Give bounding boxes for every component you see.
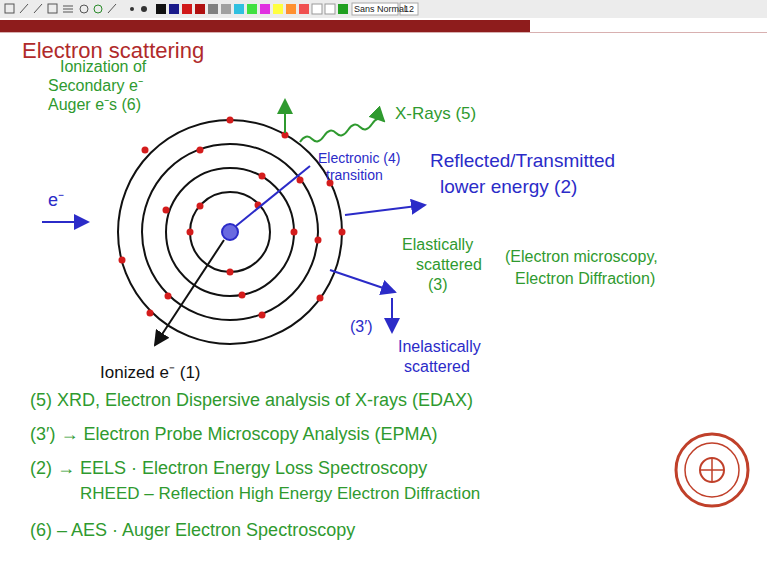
technique-note: (3′) → Electron Probe Microscopy Analysi… bbox=[30, 424, 438, 445]
annotation: e⁻ bbox=[48, 190, 64, 211]
annotation: Electronic (4) bbox=[318, 150, 400, 166]
technique-note: (5) XRD, Electron Dispersive analysis of… bbox=[30, 390, 473, 411]
toolbar-text: 12 bbox=[404, 4, 414, 14]
annotation: lower energy (2) bbox=[440, 176, 577, 198]
annotation: Auger e⁻s (6) bbox=[48, 96, 141, 114]
annotation: X-Rays (5) bbox=[395, 104, 476, 124]
annotation: scattered bbox=[416, 256, 482, 274]
institute-logo bbox=[676, 434, 748, 506]
annotation: (3′) bbox=[350, 318, 373, 336]
toolbar-text: Sans Normal bbox=[354, 4, 406, 14]
annotation: Inelastically bbox=[398, 338, 481, 356]
annotation: Elastically bbox=[402, 236, 473, 254]
technique-note: (2) → EELS · Electron Energy Loss Spectr… bbox=[30, 458, 427, 479]
annotation: scattered bbox=[404, 358, 470, 376]
annotation: Secondary e⁻ bbox=[48, 77, 143, 95]
annotation: (3) bbox=[428, 276, 448, 294]
annotation: Electron Diffraction) bbox=[515, 270, 655, 288]
annotation: transition bbox=[326, 167, 383, 183]
annotation: Ionized e⁻ (1) bbox=[100, 363, 201, 383]
annotation: Ionization of bbox=[60, 58, 146, 76]
annotation: Reflected/Transmitted bbox=[430, 150, 615, 172]
technique-note: (6) – AES · Auger Electron Spectroscopy bbox=[30, 520, 355, 541]
annotation: (Electron microscopy, bbox=[505, 248, 658, 266]
technique-note: RHEED – Reflection High Energy Electron … bbox=[80, 484, 480, 504]
